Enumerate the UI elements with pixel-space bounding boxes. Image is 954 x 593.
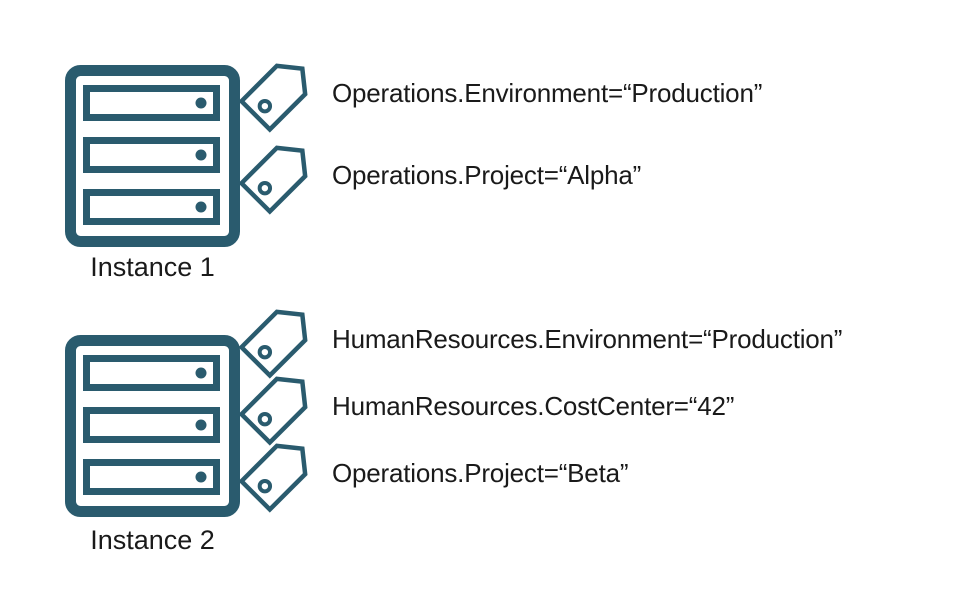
server-icon bbox=[65, 65, 240, 247]
tag-text: Operations.Project=“Beta” bbox=[332, 458, 629, 488]
tag-icon bbox=[238, 443, 308, 513]
tag-icon bbox=[238, 145, 308, 215]
tag-icon bbox=[238, 63, 308, 133]
tag-text: Operations.Project=“Alpha” bbox=[332, 160, 642, 190]
tag-text: HumanResources.Environment=“Production” bbox=[332, 324, 843, 354]
tag-icon bbox=[238, 376, 308, 446]
server-icon bbox=[65, 335, 240, 517]
instance-label: Instance 1 bbox=[90, 252, 215, 282]
instance-label: Instance 2 bbox=[90, 525, 215, 555]
tag-text: HumanResources.CostCenter=“42” bbox=[332, 391, 735, 421]
tag-text: Operations.Environment=“Production” bbox=[332, 78, 763, 108]
tag-icon bbox=[238, 309, 308, 379]
